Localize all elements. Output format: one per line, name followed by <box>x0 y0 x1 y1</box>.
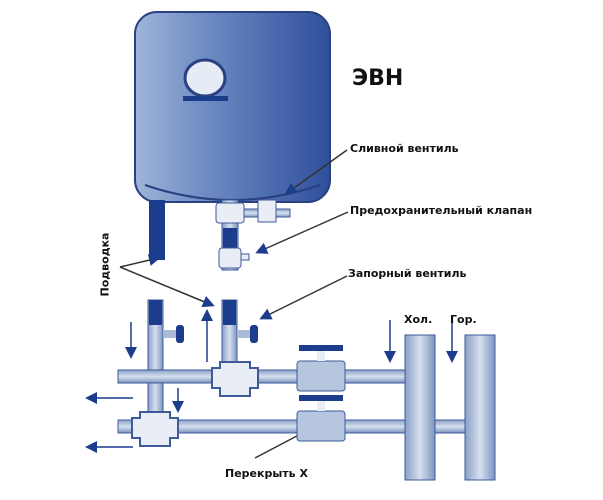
leader-lines <box>119 149 349 459</box>
flow-arrows <box>85 309 458 453</box>
lower-pipes <box>117 299 496 481</box>
label-cold: Хол. <box>404 313 433 326</box>
label-heater: ЭВН <box>352 66 404 91</box>
label-close-cold: Перекрыть Х <box>225 467 308 480</box>
label-supply: Подводка <box>98 232 112 297</box>
label-drain-valve: Сливной вентиль <box>350 142 459 155</box>
outlet-assembly <box>215 199 291 271</box>
label-shutoff-valve: Запорный вентиль <box>348 267 467 280</box>
water-heater-tank <box>134 11 331 203</box>
label-hot: Гор. <box>450 313 477 326</box>
cold-inlet-pipe <box>149 200 165 260</box>
label-safety-valve: Предохранительный клапан <box>350 204 533 217</box>
